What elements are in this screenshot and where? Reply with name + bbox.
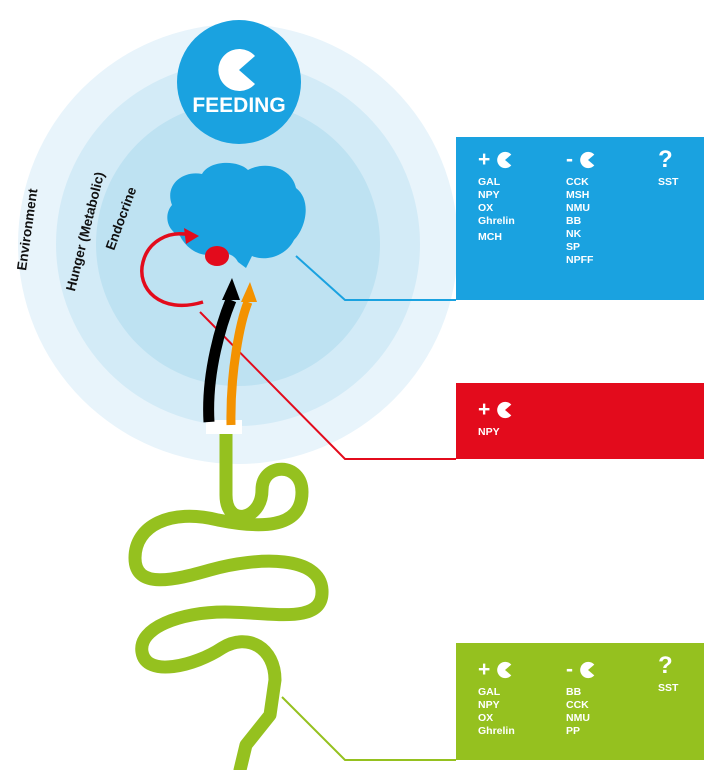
list-item: OX (478, 712, 494, 724)
black-arrowhead (222, 278, 240, 300)
list-item: MSH (566, 189, 590, 201)
feedback-loop-arrowhead (184, 228, 199, 244)
list-item: NPY (478, 189, 500, 201)
gut-brain-gap (206, 420, 242, 434)
question-mark-icon: ? (658, 146, 673, 173)
list-item: MCH (478, 231, 502, 243)
list-item: NPY (478, 699, 500, 711)
list-item: BB (566, 215, 582, 227)
orange-arrow (226, 300, 253, 426)
brain-icon (167, 162, 306, 268)
gut-stimulate-symbol: + (478, 659, 515, 683)
feeding-pacman-icon (218, 49, 255, 92)
list-item: GAL (478, 176, 501, 188)
brain-inhibit-symbol: - (566, 149, 597, 173)
list-item: Ghrelin (478, 215, 515, 227)
list-item: NMU (566, 202, 590, 214)
list-item: OX (478, 202, 494, 214)
pituitary-stimulate-list: NPY (478, 426, 514, 439)
question-mark-icon: ? (658, 652, 673, 679)
brain-stimulate-column: + GAL NPY OX Ghrelin MCH (478, 149, 515, 244)
gut-inhibit-list: BB CCK NMU PP (566, 686, 597, 738)
gut-unknown-column: ? SST (658, 652, 678, 695)
pacman-icon (497, 152, 512, 169)
pituitary-connector-line (199, 311, 456, 460)
list-item: SST (658, 176, 679, 188)
gut-box-content: + GAL NPY OX Ghrelin - BB CCK NMU PP ? S… (456, 643, 704, 760)
pituitary-stimulate-column: + NPY (478, 399, 514, 439)
gut-inhibit-column: - BB CCK NMU PP (566, 659, 597, 738)
gut-connector-line (281, 696, 456, 761)
pacman-icon (580, 152, 595, 169)
pituitary-box-content: + NPY (456, 383, 704, 459)
plus-symbol: + (478, 398, 491, 422)
list-item: Ghrelin (478, 725, 515, 737)
brain-stimulate-list: GAL NPY OX Ghrelin MCH (478, 176, 515, 244)
brain-box-content: + GAL NPY OX Ghrelin MCH - CCK MSH NMU B… (456, 137, 704, 300)
pituitary-icon (205, 246, 229, 266)
plus-symbol: + (478, 148, 491, 172)
brain-stimulate-symbol: + (478, 149, 515, 173)
orange-arrowhead (241, 282, 257, 302)
gut-stimulate-column: + GAL NPY OX Ghrelin (478, 659, 515, 738)
gut-inhibit-symbol: - (566, 659, 597, 683)
list-item: SP (566, 241, 581, 253)
pacman-icon (497, 662, 512, 679)
list-item: BB (566, 686, 582, 698)
brain-box (456, 137, 704, 300)
list-item: NPFF (566, 254, 594, 266)
intestine (128, 425, 329, 770)
pituitary-box (456, 383, 704, 459)
gut-stimulate-list: GAL NPY OX Ghrelin (478, 686, 515, 738)
list-item: CCK (566, 176, 589, 188)
list-item: SST (658, 682, 679, 694)
plus-symbol: + (478, 658, 491, 682)
list-item: PP (566, 725, 581, 737)
brain-unknown-list: SST (658, 176, 678, 189)
brain-inhibit-column: - CCK MSH NMU BB NK SP NPFF (566, 149, 597, 267)
list-item: CCK (566, 699, 589, 711)
pacman-icon (497, 402, 512, 419)
list-item: GAL (478, 686, 501, 698)
pacman-icon (580, 662, 595, 679)
brain-connector-line (295, 255, 456, 301)
gut-unknown-list: SST (658, 682, 678, 695)
minus-symbol: - (566, 148, 573, 172)
pituitary-stimulate-symbol: + (478, 399, 514, 423)
feeding-title: FEEDING (192, 94, 286, 117)
list-item: NMU (566, 712, 590, 724)
brain-inhibit-list: CCK MSH NMU BB NK SP NPFF (566, 176, 597, 267)
brain-unknown-column: ? SST (658, 146, 678, 189)
black-arrow (203, 297, 237, 423)
minus-symbol: - (566, 658, 573, 682)
list-item: NK (566, 228, 582, 240)
feedback-loop-arrow (140, 232, 204, 308)
list-item: NPY (478, 426, 500, 438)
gut-box (456, 643, 704, 760)
